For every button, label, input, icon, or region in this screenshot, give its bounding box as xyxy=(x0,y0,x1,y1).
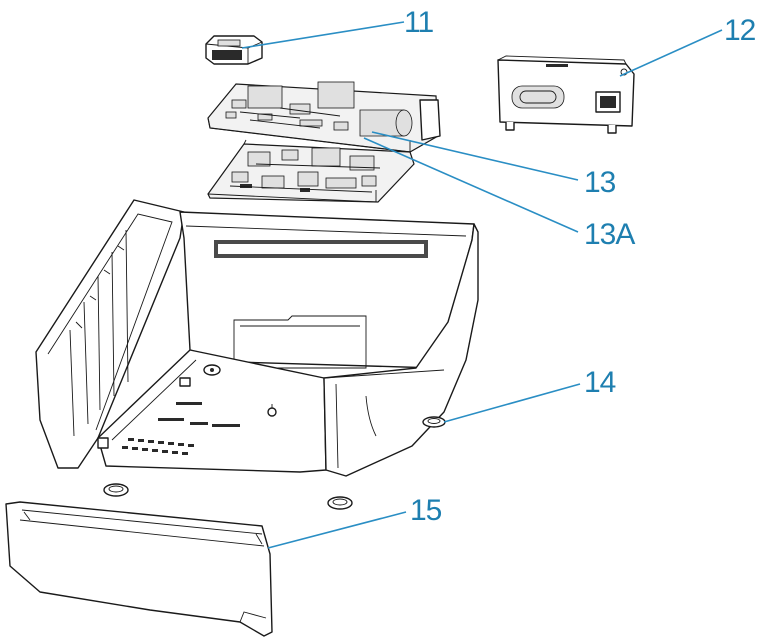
callout-11: 11 xyxy=(404,6,433,39)
part-13-upper-pcb xyxy=(207,81,441,153)
leader-11 xyxy=(241,21,405,49)
callout-13: 13 xyxy=(584,166,616,199)
floor-vent-slots xyxy=(122,438,194,455)
leader-lines xyxy=(241,21,723,549)
callout-15: 15 xyxy=(410,494,442,527)
callout-14: 14 xyxy=(584,366,616,399)
callout-labels: 11 12 13 13A 14 15 xyxy=(404,6,757,527)
leader-15 xyxy=(267,511,407,549)
callout-12: 12 xyxy=(724,14,756,47)
callout-13a: 13A xyxy=(584,218,635,251)
part-11-connector xyxy=(205,35,263,65)
part-12-panel xyxy=(497,55,635,134)
leader-13 xyxy=(371,131,579,181)
main-housing xyxy=(35,199,479,477)
leader-13a xyxy=(363,137,579,233)
leader-14 xyxy=(443,383,581,423)
leader-12 xyxy=(619,29,723,77)
part-13a-lower-pcb xyxy=(207,139,415,203)
part-14-grommets xyxy=(103,416,446,510)
part-15-front-cover xyxy=(5,501,273,637)
